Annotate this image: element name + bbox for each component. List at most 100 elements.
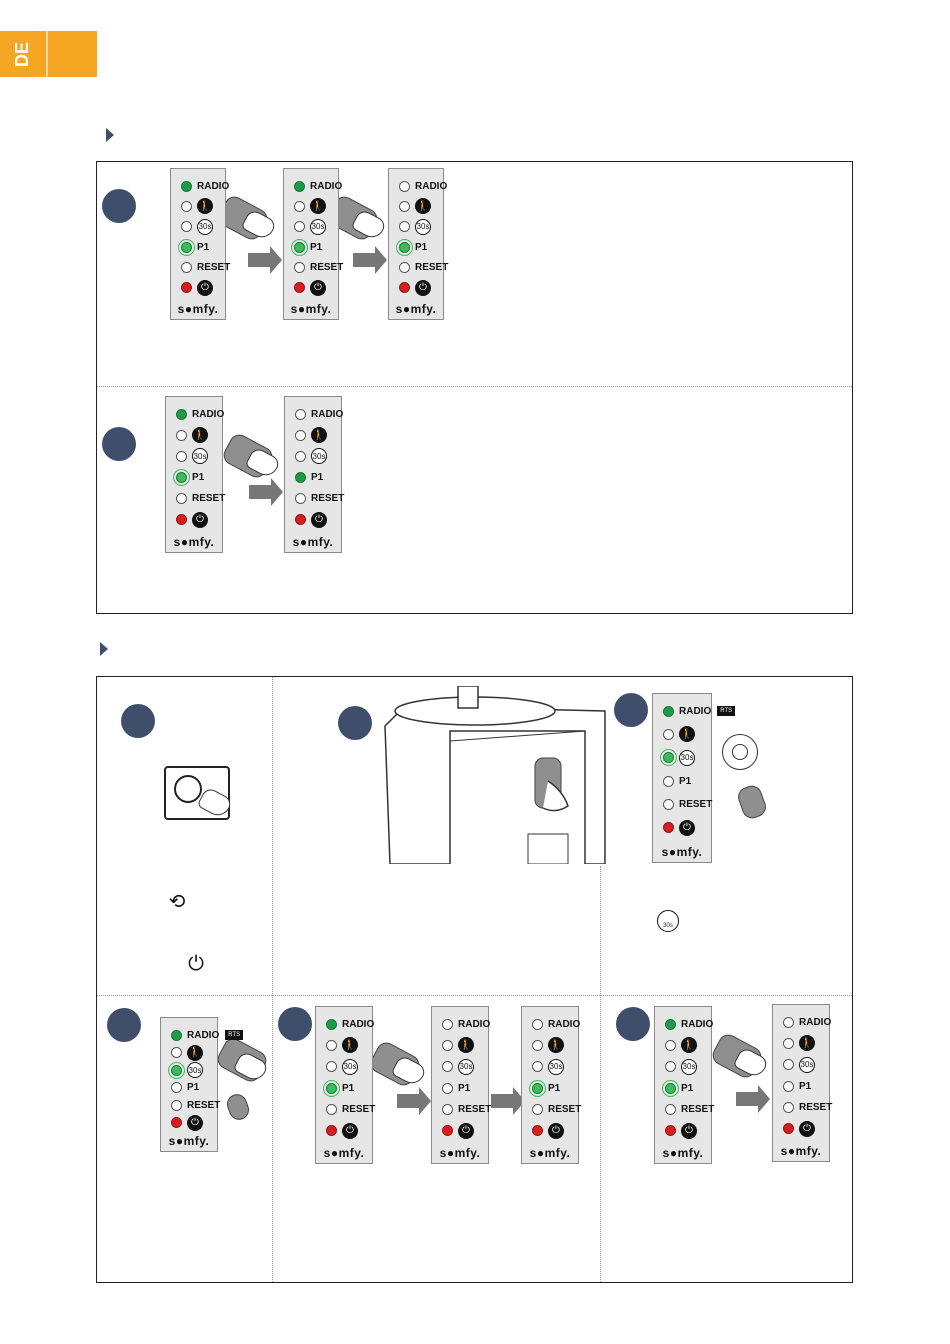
section-2-frame [96, 676, 853, 1283]
power-indicator: ⏻ [522, 1122, 578, 1140]
reset-indicator: RESET [171, 258, 230, 276]
status-led [665, 1125, 676, 1137]
timer-30s-icon: 30s [657, 910, 679, 932]
status-led [663, 752, 674, 764]
timer-indicator: 30s [166, 447, 222, 465]
step-marker [338, 706, 372, 740]
status-led [326, 1061, 337, 1073]
status-led [294, 261, 305, 273]
reset-indicator: RESET [522, 1100, 581, 1118]
status-led [783, 1016, 794, 1028]
step-marker [102, 427, 136, 461]
status-led [663, 775, 674, 787]
radio-label: RADIO [681, 1018, 714, 1030]
status-led [181, 221, 192, 233]
status-led [783, 1037, 794, 1049]
reset-label: RESET [192, 493, 226, 505]
brand-logo: s●mfy. [529, 1146, 571, 1160]
power-icon: ⏻ [188, 952, 204, 975]
timer-30s-icon: 30s [192, 448, 208, 465]
reset-indicator: RESET [432, 1100, 491, 1118]
status-led [295, 514, 306, 526]
reset-label: RESET [342, 1103, 376, 1115]
power-icon: ⏻ [310, 279, 326, 296]
p1-indicator: P1 [773, 1077, 829, 1095]
pedestrian-indicator: 🚶 [389, 197, 443, 215]
arrow-right-icon [736, 1085, 770, 1113]
tab-divider [46, 31, 48, 77]
p1-indicator: P1 [316, 1079, 372, 1097]
pedestrian-icon: 🚶 [197, 198, 213, 215]
brand-logo: s●mfy. [323, 1146, 365, 1160]
pedestrian-indicator: 🚶 [284, 197, 338, 215]
brand-logo: s●mfy. [439, 1146, 481, 1160]
pedestrian-icon: 🚶 [342, 1037, 358, 1054]
power-icon: ⏻ [679, 819, 695, 836]
brand-logo: s●mfy. [661, 845, 703, 859]
power-indicator: ⏻ [389, 279, 443, 297]
p1-indicator: P1 [284, 238, 338, 256]
p1-label: P1 [310, 241, 323, 253]
timer-indicator: 30s [432, 1058, 488, 1076]
status-led [663, 822, 674, 834]
radio-indicator: RADIO [285, 405, 343, 423]
step-marker [107, 1008, 141, 1042]
timer-30s-icon: 30s [679, 749, 695, 766]
p1-label: P1 [342, 1082, 355, 1094]
brand-logo: s●mfy. [395, 302, 437, 316]
radio-indicator: RADIO [284, 177, 342, 195]
pedestrian-indicator: 🚶 [522, 1036, 578, 1054]
timer-indicator: 30s [389, 218, 443, 236]
status-led [294, 241, 305, 253]
timer-indicator: 30s [655, 1058, 711, 1076]
status-led [181, 282, 192, 294]
p1-indicator: P1 [285, 469, 341, 487]
section-1-frame [96, 161, 853, 614]
status-led [532, 1082, 543, 1094]
reset-label: RESET [679, 798, 713, 810]
timer-indicator: 30s [284, 218, 338, 236]
column-divider [272, 677, 273, 1282]
timer-indicator: 30s [316, 1058, 372, 1076]
status-led [181, 200, 192, 212]
status-led [442, 1125, 453, 1137]
status-led [399, 180, 410, 192]
column-divider [600, 866, 601, 1282]
power-indicator: ⏻ [171, 279, 225, 297]
status-led [665, 1061, 676, 1073]
radio-label: RADIO [187, 1029, 220, 1041]
status-led [783, 1080, 794, 1092]
radio-indicator: RADIO [432, 1015, 490, 1033]
p1-label: P1 [187, 1082, 200, 1093]
status-led [181, 180, 192, 192]
power-indicator: ⏻ [432, 1122, 488, 1140]
power-indicator: ⏻ [166, 511, 222, 529]
power-icon: ⏻ [415, 279, 431, 296]
step-marker [616, 1007, 650, 1041]
power-icon: ⏻ [681, 1122, 697, 1139]
status-led [171, 1064, 182, 1076]
timer-30s-icon: 30s [311, 448, 327, 465]
status-led [294, 200, 305, 212]
status-led [665, 1103, 676, 1115]
status-led [442, 1061, 453, 1073]
status-led [295, 429, 306, 441]
reset-indicator: RESET [316, 1100, 376, 1118]
timer-30s-icon: 30s [187, 1062, 203, 1078]
status-led [532, 1039, 543, 1051]
power-icon: ⏻ [197, 279, 213, 296]
power-icon: ⏻ [342, 1122, 358, 1139]
status-led [399, 261, 410, 273]
reset-label: RESET [197, 261, 231, 273]
power-icon: ⏻ [187, 1114, 203, 1131]
p1-indicator: P1 [522, 1079, 578, 1097]
pedestrian-icon: 🚶 [799, 1035, 815, 1052]
p1-label: P1 [548, 1082, 561, 1094]
timer-30s-icon: 30s [681, 1058, 697, 1075]
status-led [171, 1082, 182, 1093]
p1-label: P1 [799, 1080, 812, 1092]
